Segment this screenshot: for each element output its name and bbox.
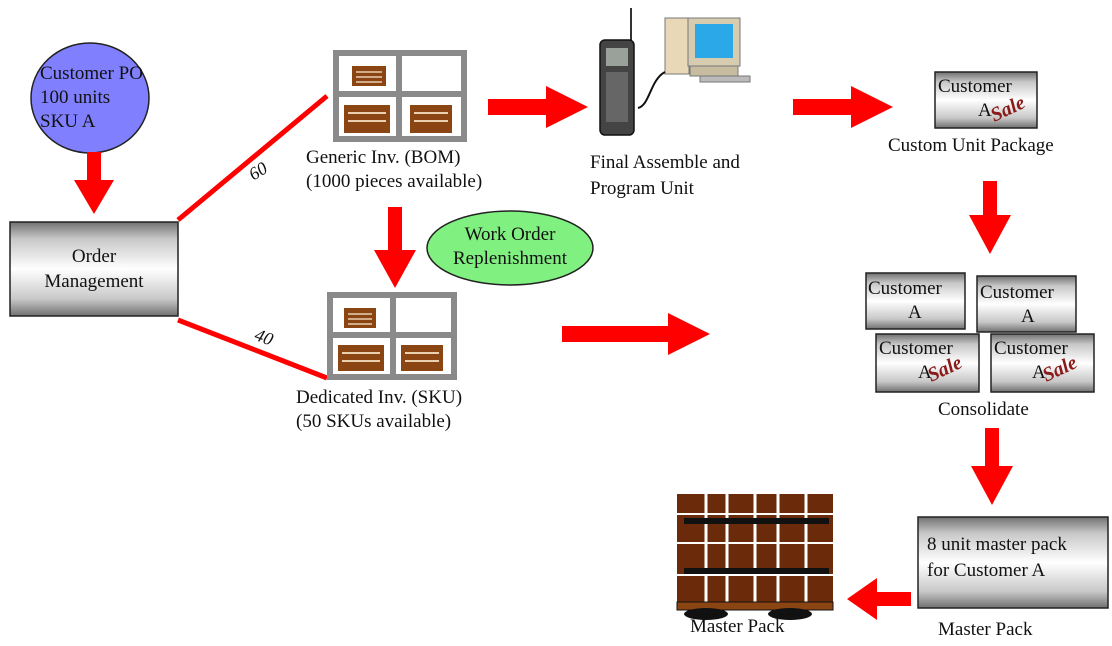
work-order-ellipse — [426, 210, 594, 286]
customer-po-label: Customer PO 100 units SKU A — [40, 62, 143, 134]
dedicated-inv-line-2: (50 SKUs available) — [296, 411, 452, 432]
arrow-po-to-order — [74, 152, 114, 214]
generic-inv-label: Generic Inv. (BOM) (1000 pieces availabl… — [306, 146, 482, 194]
master-pack-box-line-2: for Customer A — [927, 560, 1046, 581]
customer-po-line-1: Customer PO — [40, 63, 143, 84]
arrow-package-to-consolidate — [969, 181, 1011, 254]
work-order-line-2: Replenishment — [453, 248, 567, 269]
generic-inv-line-1: Generic Inv. (BOM) — [306, 147, 461, 168]
split-line-generic — [176, 94, 329, 222]
consolidate-box-3-sub: A — [918, 362, 932, 383]
order-management-line-2: Management — [44, 271, 144, 292]
order-management-label: Order Management — [10, 244, 178, 294]
work-order-line-1: Work Order — [464, 224, 556, 245]
arrow-masterpack-to-pallet — [847, 578, 911, 620]
master-pack-box — [917, 516, 1109, 609]
consolidate-box-3-title: Customer — [879, 338, 953, 359]
master-pack-box-text: 8 unit master pack for Customer A — [927, 532, 1067, 584]
generic-inv-line-2: (1000 pieces available) — [306, 171, 483, 192]
mobile-phone-icon — [599, 8, 635, 136]
custom-package-box-title: Customer — [938, 76, 1012, 97]
master-pack-box-line-1: 8 unit master pack — [927, 534, 1067, 555]
master-pack-pallet-label: Master Pack — [690, 616, 785, 637]
arrow-generic-to-assemble — [488, 86, 588, 128]
pallet-icon — [676, 494, 834, 620]
desktop-computer-icon — [637, 17, 751, 109]
final-assemble-line-1: Final Assemble and — [590, 152, 740, 173]
arrow-consolidate-to-masterpack — [971, 428, 1013, 505]
customer-po-line-3: SKU A — [40, 111, 96, 132]
rack-generic-icon — [333, 50, 467, 142]
rack-dedicated-icon — [327, 292, 457, 380]
consolidate-box-4-sub: A — [1032, 362, 1046, 383]
consolidate-box-2-sub: A — [1021, 306, 1035, 327]
custom-package-label: Custom Unit Package — [888, 135, 1054, 156]
arrow-dedicated-to-consolidate — [562, 313, 710, 355]
consolidate-box-2-title: Customer — [980, 282, 1054, 303]
final-assemble-line-2: Program Unit — [590, 178, 694, 199]
dedicated-inv-label: Dedicated Inv. (SKU) (50 SKUs available) — [296, 386, 462, 434]
final-assemble-label: Final Assemble and Program Unit — [590, 150, 740, 202]
arrow-assemble-to-package — [793, 86, 893, 128]
customer-po-line-2: 100 units — [40, 87, 111, 108]
order-management-box — [9, 221, 179, 317]
custom-package-box — [934, 71, 1038, 129]
arrow-generic-to-dedicated — [374, 207, 416, 288]
work-order-label: Work Order Replenishment — [427, 223, 593, 271]
consolidate-label: Consolidate — [938, 399, 1029, 420]
split-line-dedicated — [177, 317, 328, 381]
consolidate-box-1-sub: A — [908, 302, 922, 323]
order-management-line-1: Order — [71, 246, 117, 267]
consolidate-boxes — [865, 272, 1095, 393]
custom-package-box-sub: A — [978, 100, 992, 121]
master-pack-box-label: Master Pack — [938, 619, 1033, 640]
consolidate-box-4-title: Customer — [994, 338, 1068, 359]
consolidate-box-1-title: Customer — [868, 278, 942, 299]
dedicated-inv-line-1: Dedicated Inv. (SKU) — [296, 387, 463, 408]
